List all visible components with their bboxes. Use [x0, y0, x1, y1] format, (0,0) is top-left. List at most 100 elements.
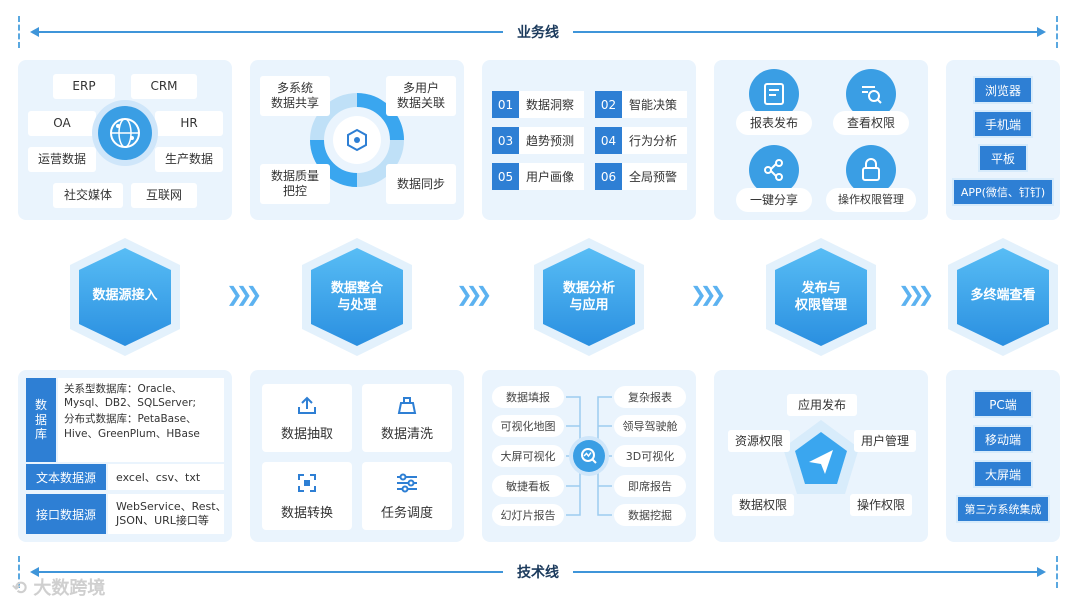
database-title: 数 据 库 [26, 378, 56, 462]
report-icon-circle [749, 69, 799, 119]
hexagon-stage-4 [766, 238, 876, 356]
hub-icon [347, 128, 367, 152]
search-list-icon [862, 86, 882, 104]
publish-label: 报表发布 [736, 111, 812, 135]
text-source-value: excel、csv、txt [108, 464, 224, 490]
stage-label: 数据整合与处理 [307, 281, 407, 315]
etl-card: 任务调度 [362, 462, 452, 530]
stage-label-line1: 多终端查看 [970, 288, 1036, 303]
arrow-left-icon [30, 27, 39, 37]
stage-hexagons [70, 238, 1058, 356]
hexagon-stage-3 [534, 238, 644, 356]
terminal-chip: 手机端 [973, 110, 1033, 138]
globe-circle [98, 106, 152, 160]
endpoint-chip: 大屏端 [973, 460, 1033, 488]
lock-icon [862, 158, 880, 181]
share-icon-circle [749, 145, 799, 195]
business-line-label: 业务线 [503, 22, 573, 42]
pentagon-badge [783, 420, 859, 494]
analysis-hub [573, 440, 605, 472]
stage-label-line1: 数据分析 [562, 281, 615, 296]
visual-app-pill: 大屏可视化 [492, 445, 564, 467]
visual-app-pill: 即席报告 [614, 475, 686, 497]
integration-chip: 多系统 数据共享 [260, 76, 330, 116]
view-icon-circle [846, 69, 896, 119]
api-source-value: WebService、Rest、 JSON、URL接口等 [108, 494, 227, 534]
integration-chip: 数据质量 把控 [260, 164, 330, 204]
visual-app-pill: 领导驾驶舱 [614, 415, 686, 437]
hexagon-stage-2 [302, 238, 412, 356]
visual-app-pill: 复杂报表 [614, 386, 686, 408]
visual-app-pill: 3D可视化 [614, 445, 686, 467]
tech-line-bounds [18, 556, 1058, 588]
arrow-right-icon [1037, 27, 1046, 37]
stage-label-line2: 与处理 [337, 297, 377, 313]
publish-label: 操作权限管理 [826, 188, 916, 212]
source-chip: HR [155, 111, 223, 136]
permission-label: 用户管理 [854, 430, 916, 452]
stage-label-line2: 与应用 [569, 297, 609, 313]
permission-label: 应用发布 [787, 394, 857, 416]
upload-icon [298, 396, 316, 414]
schedule-sliders-icon [397, 473, 417, 492]
source-chip: 互联网 [131, 183, 197, 208]
endpoint-chip: PC端 [973, 390, 1033, 418]
sync-ring [310, 93, 404, 187]
terminal-chip: 平板 [978, 144, 1028, 172]
hexagon-stage-5 [948, 238, 1058, 356]
source-chip: OA [28, 111, 96, 136]
watermark-text: 大数跨境 [33, 578, 106, 599]
integration-chip: 数据同步 [386, 164, 456, 204]
stage-label-line1: 数据整合 [330, 281, 383, 296]
publish-label: 一键分享 [736, 188, 812, 212]
relational-db-text: 关系型数据库：Oracle、 Mysql、DB2、SQLServer; [64, 383, 197, 410]
tech-line-label: 技术线 [503, 562, 573, 582]
tech-line: 技术线 [18, 556, 1058, 588]
stage-label: 数据源接入 [75, 288, 175, 305]
watermark-logo-icon: ⟲ [12, 578, 28, 599]
permission-label: 数据权限 [732, 494, 794, 516]
source-chip: 运营数据 [28, 147, 96, 172]
top-panel-data-sources: ERP CRM OA HR 运营数据 生产数据 社交媒体 互联网 [18, 60, 232, 220]
globe-network-icon [110, 118, 140, 148]
bottom-panel-permissions: 应用发布 资源权限 用户管理 数据权限 操作权限 [714, 370, 928, 542]
etl-card: 数据抽取 [262, 384, 352, 452]
database-detail: 关系型数据库：Oracle、 Mysql、DB2、SQLServer; 分布式数… [58, 378, 224, 462]
business-line: 业务线 [18, 16, 1058, 48]
visual-app-pill: 幻灯片报告 [492, 504, 564, 526]
clean-icon [397, 396, 417, 414]
stage-label: 数据分析与应用 [539, 281, 639, 315]
stage-label-line2: 权限管理 [794, 297, 847, 313]
distributed-db-text: 分布式数据库：PetaBase、 Hive、GreenPlum、HBase [64, 413, 200, 440]
integration-chip: 多用户 数据关联 [386, 76, 456, 116]
stage-label: 发布与权限管理 [771, 281, 871, 315]
source-chip: 生产数据 [155, 147, 223, 172]
text-source-title: 文本数据源 [26, 464, 106, 490]
visual-app-pill: 敏捷看板 [492, 475, 564, 497]
hexagon-stage-1 [70, 238, 180, 356]
bottom-panel-etl: 数据抽取 数据清洗 数据转换 任务调度 [250, 370, 464, 542]
chevron-right-icon: ❯❯❯ [898, 282, 934, 306]
top-panel-integration: 多系统 数据共享 多用户 数据关联 数据质量 把控 数据同步 [250, 60, 464, 220]
arrow-right-icon [1037, 567, 1046, 577]
lock-icon-circle [846, 145, 896, 195]
permission-label: 资源权限 [728, 430, 790, 452]
business-line-bounds [18, 16, 1058, 48]
publish-label: 查看权限 [833, 111, 909, 135]
chevron-right-icon: ❯❯❯ [690, 282, 726, 306]
share-icon [764, 159, 783, 181]
bottom-panel-visualization: 数据填报 可视化地图 大屏可视化 敏捷看板 幻灯片报告 复杂报表 领导驾驶舱 3… [482, 370, 696, 542]
report-icon [764, 83, 784, 105]
watermark: ⟲ 大数跨境 [12, 574, 105, 600]
source-chip: 社交媒体 [53, 183, 123, 208]
etl-card: 数据转换 [262, 462, 352, 530]
source-chip: CRM [131, 74, 197, 99]
etl-card: 数据清洗 [362, 384, 452, 452]
stage-label-line1: 数据源接入 [92, 288, 158, 303]
